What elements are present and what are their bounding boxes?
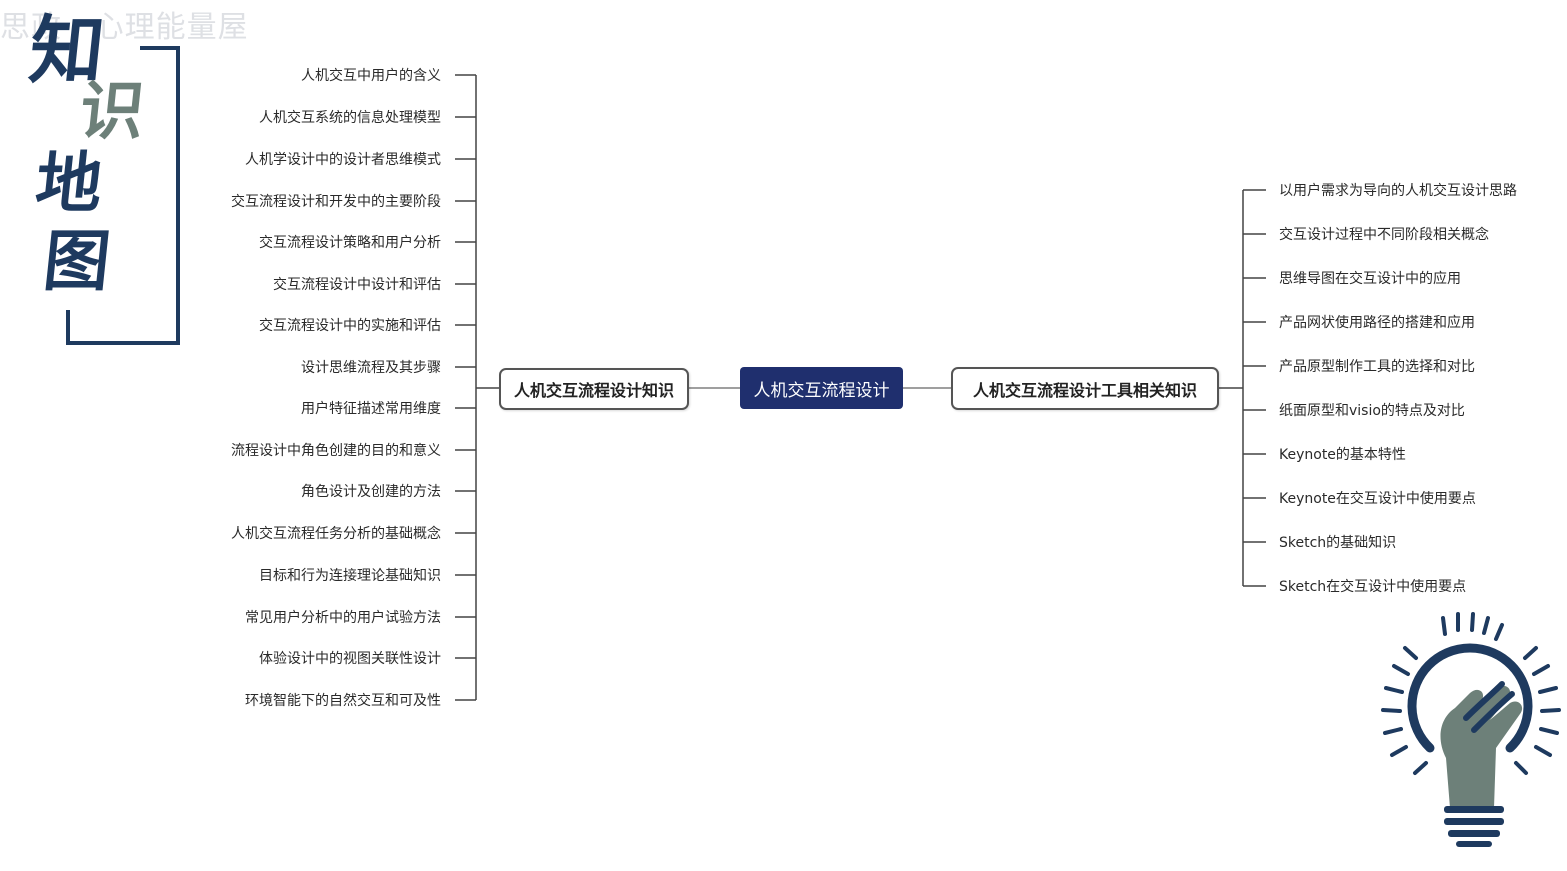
left-leaf-item[interactable]: 人机学设计中的设计者思维模式 [245,152,441,168]
right-leaf-item[interactable]: Sketch的基础知识 [1279,535,1397,551]
right-leaf-item[interactable]: Sketch在交互设计中使用要点 [1279,579,1467,595]
left-leaf-item[interactable]: 交互流程设计和开发中的主要阶段 [231,194,441,210]
left-leaf-item[interactable]: 人机交互流程任务分析的基础概念 [231,526,441,542]
right-branch-node[interactable]: 人机交互流程设计工具相关知识 [951,367,1219,410]
title-char-3: 地 [31,144,107,222]
left-leaf-item[interactable]: 交互流程设计中设计和评估 [273,277,441,293]
left-leaf-item[interactable]: 常见用户分析中的用户试验方法 [245,610,441,626]
right-leaf-item[interactable]: 思维导图在交互设计中的应用 [1279,271,1461,287]
title-char-4: 图 [39,222,115,300]
right-leaf-item[interactable]: 交互设计过程中不同阶段相关概念 [1279,227,1489,243]
left-leaf-item[interactable]: 交互流程设计策略和用户分析 [259,235,441,251]
center-node[interactable]: 人机交互流程设计 [740,367,903,409]
left-leaf-item[interactable]: 目标和行为连接理论基础知识 [259,568,441,584]
left-leaf-item[interactable]: 设计思维流程及其步骤 [301,360,441,376]
left-leaf-item[interactable]: 人机交互系统的信息处理模型 [259,110,441,126]
left-leaf-item[interactable]: 交互流程设计中的实施和评估 [259,318,441,334]
left-leaf-item[interactable]: 角色设计及创建的方法 [301,484,441,500]
watermark-text: 思政 · 心理能量屋 [0,10,249,45]
right-leaf-item[interactable]: 产品原型制作工具的选择和对比 [1279,359,1475,375]
left-leaf-item[interactable]: 流程设计中角色创建的目的和意义 [231,443,441,459]
right-leaf-item[interactable]: Keynote的基本特性 [1279,447,1406,463]
right-leaf-item[interactable]: 以用户需求为导向的人机交互设计思路 [1279,183,1517,199]
right-leaf-item[interactable]: Keynote在交互设计中使用要点 [1279,491,1476,507]
right-leaf-item[interactable]: 纸面原型和visio的特点及对比 [1279,403,1465,419]
lightbulb-hand-icon [1381,612,1561,847]
right-leaf-item[interactable]: 产品网状使用路径的搭建和应用 [1279,315,1475,331]
title-char-2: 识 [76,74,148,149]
left-leaf-item[interactable]: 人机交互中用户的含义 [301,68,441,84]
left-leaf-item[interactable]: 用户特征描述常用维度 [301,401,441,417]
title-bracket [66,46,180,345]
left-leaf-item[interactable]: 环境智能下的自然交互和可及性 [245,693,441,709]
title-decoration: 知 识 地 图 [25,8,188,350]
left-leaf-item[interactable]: 体验设计中的视图关联性设计 [259,651,441,667]
left-branch-node[interactable]: 人机交互流程设计知识 [499,368,689,410]
